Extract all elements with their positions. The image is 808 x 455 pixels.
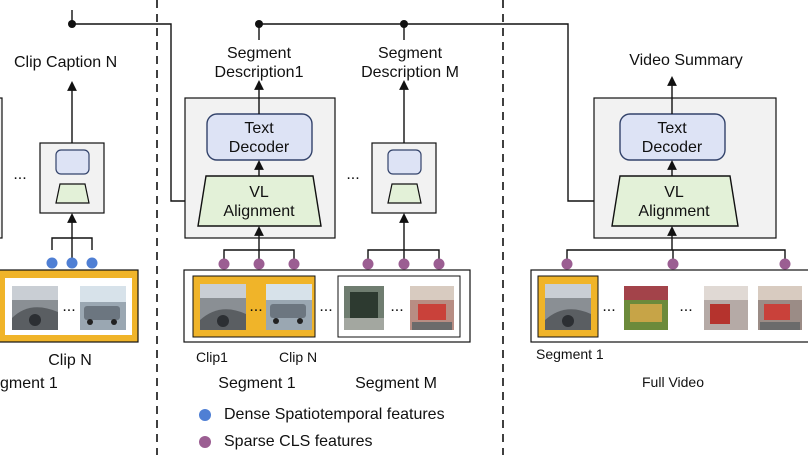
vl-alignment-box [197, 175, 322, 227]
segment-ellipsis: ... [346, 166, 360, 183]
parking-lot-thumbnail-icon [266, 284, 312, 330]
legend-dense-label: Dense Spatiotemporal features [224, 406, 445, 423]
text-decoder-label-2: Text Decoder [641, 120, 703, 156]
shopping-cart-thumbnail-icon [410, 286, 454, 330]
clip-decoder-mini [55, 149, 90, 175]
car-interior-thumbnail-icon [12, 286, 58, 330]
legend-sparse-label: Sparse CLS features [224, 433, 373, 450]
segment-1-cut-label: gment 1 [0, 375, 58, 392]
dense-feature-dot [66, 257, 78, 269]
seg1-junction-dot [255, 20, 263, 28]
sparse-feature-dot [398, 258, 410, 270]
video-frames-ellipsis-2: ... [679, 298, 693, 315]
sparse-feature-dot [561, 258, 573, 270]
clip1-label: Clip1 [196, 349, 228, 365]
full-video-label: Full Video [641, 374, 705, 390]
seg-desc-1-label: Segment Description1 [214, 45, 304, 81]
vl-alignment-label-2: VL Alignment [638, 184, 710, 220]
parking-lot-thumbnail-icon [80, 286, 126, 330]
clip-junction-dot [68, 20, 76, 28]
sparse-feature-dot [433, 258, 445, 270]
video-summary-label: Video Summary [629, 52, 743, 69]
text-decoder-label: Text Decoder [228, 120, 290, 156]
car-interior-thumbnail-icon [545, 284, 591, 330]
legend-sparse-dot [199, 436, 211, 448]
video-frames-ellipsis-1: ... [602, 298, 616, 315]
vl-alignment-box-2 [611, 175, 739, 227]
sparse-feature-dot [253, 258, 265, 270]
dense-feature-dot [46, 257, 58, 269]
car-interior-thumbnail-icon [200, 284, 246, 330]
clip-module-partial [0, 97, 3, 239]
clip-align-mini [55, 183, 90, 204]
video-feature-tree [566, 249, 786, 264]
sparse-feature-dot [218, 258, 230, 270]
clipn-label: Clip N [279, 349, 318, 365]
segment-1-label: Segment 1 [218, 375, 296, 392]
segments-between-ellipsis: ... [319, 298, 333, 315]
clip-ellipsis: ... [13, 166, 27, 183]
segment-m-frames-ellipsis: ... [390, 298, 404, 315]
clip-n-label: Clip N [48, 352, 92, 369]
segm-junction-dot [400, 20, 408, 28]
segment-m-decoder-mini [387, 149, 422, 175]
dense-feature-dot [86, 257, 98, 269]
sparse-feature-dot [362, 258, 374, 270]
shopping-cart-thumbnail-icon [758, 286, 802, 330]
vl-alignment-label: VL Alignment [223, 184, 295, 220]
sparse-feature-dot [288, 258, 300, 270]
sparse-feature-dot [779, 258, 791, 270]
segment-1-small-label: Segment 1 [536, 346, 604, 362]
legend-dense-row: Dense Spatiotemporal features [198, 405, 445, 425]
produce-aisle-thumbnail-icon [624, 286, 668, 330]
segment-m-align-mini [387, 183, 422, 204]
clip-frames-ellipsis: ... [62, 298, 76, 315]
sparse-feature-dot [667, 258, 679, 270]
clip-caption-label: Clip Caption N [14, 54, 118, 71]
segment-m-label: Segment M [355, 375, 437, 392]
segment-frames-ellipsis: ... [249, 298, 263, 315]
seg-desc-m-label: Segment Description M [361, 45, 459, 81]
segment-to-video-connector [259, 23, 614, 206]
legend-sparse-row: Sparse CLS features [198, 432, 373, 452]
checkout-thumbnail-icon [704, 286, 748, 330]
store-entrance-thumbnail-icon [344, 286, 384, 330]
legend-dense-dot [199, 409, 211, 421]
